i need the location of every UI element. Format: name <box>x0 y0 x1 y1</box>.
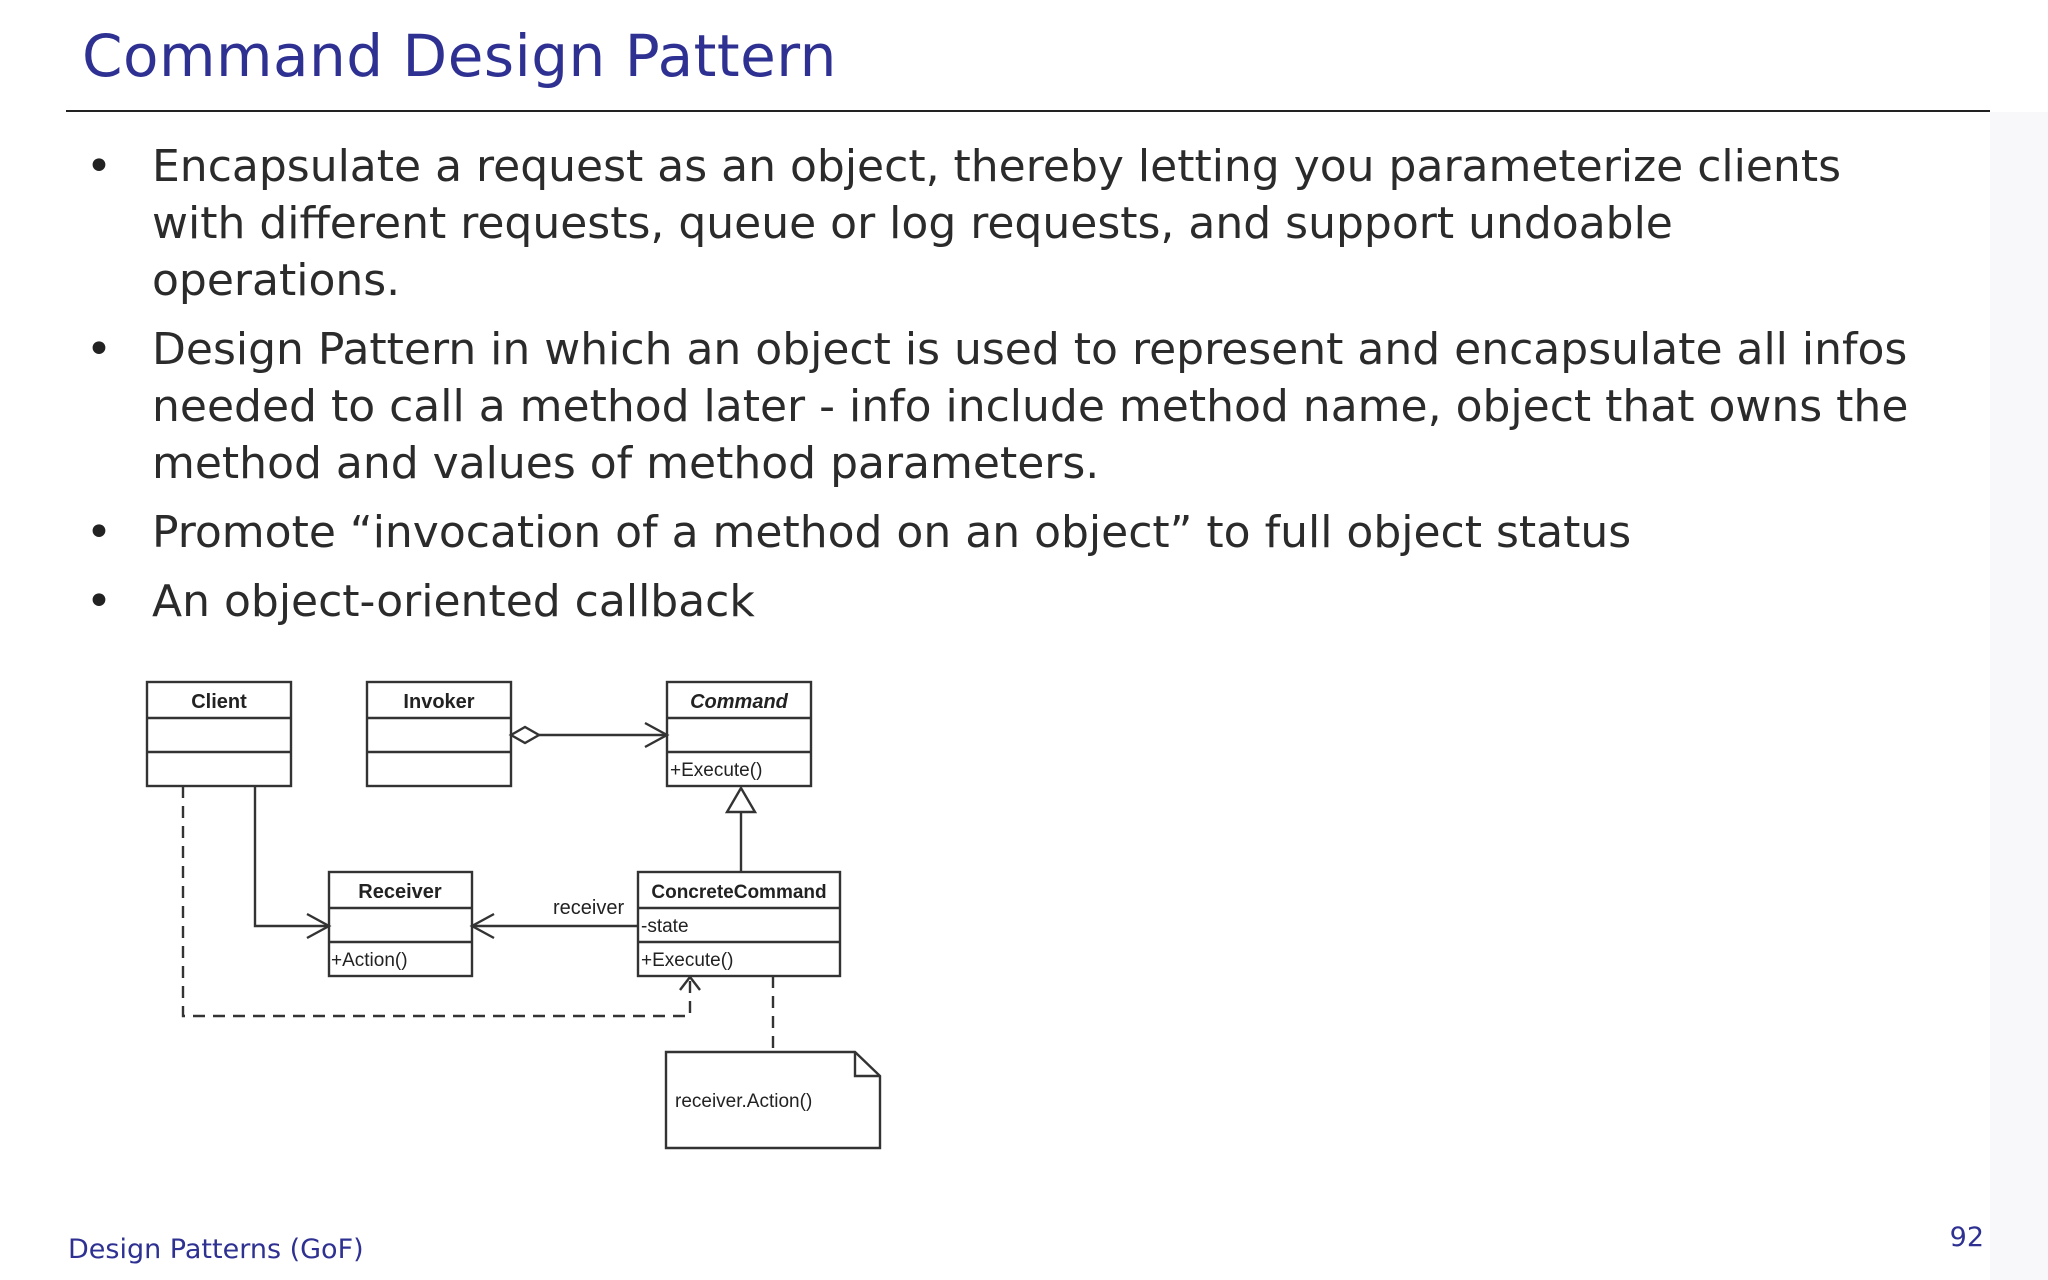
bullet-text: An object-oriented callback <box>152 576 755 627</box>
page-number: 92 <box>1949 1222 1984 1253</box>
client-concrete-dependency <box>181 786 692 1018</box>
bullet-item: • Promote “invocation of a method on an … <box>82 504 1932 561</box>
bullet-dot-icon: • <box>86 141 112 192</box>
note-box <box>664 1050 882 1150</box>
bullet-dot-icon: • <box>86 576 112 627</box>
client-class-name: Client <box>191 691 247 713</box>
command-class-name: Command <box>690 691 789 713</box>
concrete-command-class-box <box>636 870 842 978</box>
command-class-box <box>665 680 813 788</box>
title-divider <box>66 110 1990 112</box>
client-receiver-association <box>253 786 332 940</box>
receiver-method: +Action() <box>331 950 408 971</box>
note-text: receiver.Action() <box>675 1091 812 1112</box>
bullet-dot-icon: • <box>86 507 112 558</box>
receiver-class-name: Receiver <box>358 881 442 903</box>
invoker-command-aggregation <box>508 721 670 749</box>
bullet-item: • Design Pattern in which an object is u… <box>82 321 1932 492</box>
command-method: +Execute() <box>670 760 762 781</box>
bullet-dot-icon: • <box>86 324 112 375</box>
slide-title: Command Design Pattern <box>82 22 837 90</box>
inheritance-arrow <box>724 785 758 872</box>
bullet-item: • Encapsulate a request as an object, th… <box>82 138 1932 309</box>
association-label: receiver <box>553 897 624 919</box>
bullet-list: • Encapsulate a request as an object, th… <box>82 138 1932 642</box>
footer-text: Design Patterns (GoF) <box>68 1234 364 1265</box>
client-class-box <box>145 680 293 788</box>
concrete-command-method: +Execute() <box>641 950 733 971</box>
receiver-class-box <box>327 870 474 978</box>
bullet-text: Design Pattern in which an object is use… <box>152 324 1909 489</box>
concrete-command-class-name: ConcreteCommand <box>651 882 826 903</box>
invoker-class-name: Invoker <box>403 691 474 713</box>
dependency-arrowhead <box>679 975 701 991</box>
bullet-text: Encapsulate a request as an object, ther… <box>152 141 1841 306</box>
concrete-command-attribute: -state <box>641 916 689 937</box>
bullet-text: Promote “invocation of a method on an ob… <box>152 507 1632 558</box>
right-edge-shade <box>1990 112 2048 1280</box>
bullet-item: • An object-oriented callback <box>82 573 1932 630</box>
concrete-receiver-association <box>469 912 638 940</box>
